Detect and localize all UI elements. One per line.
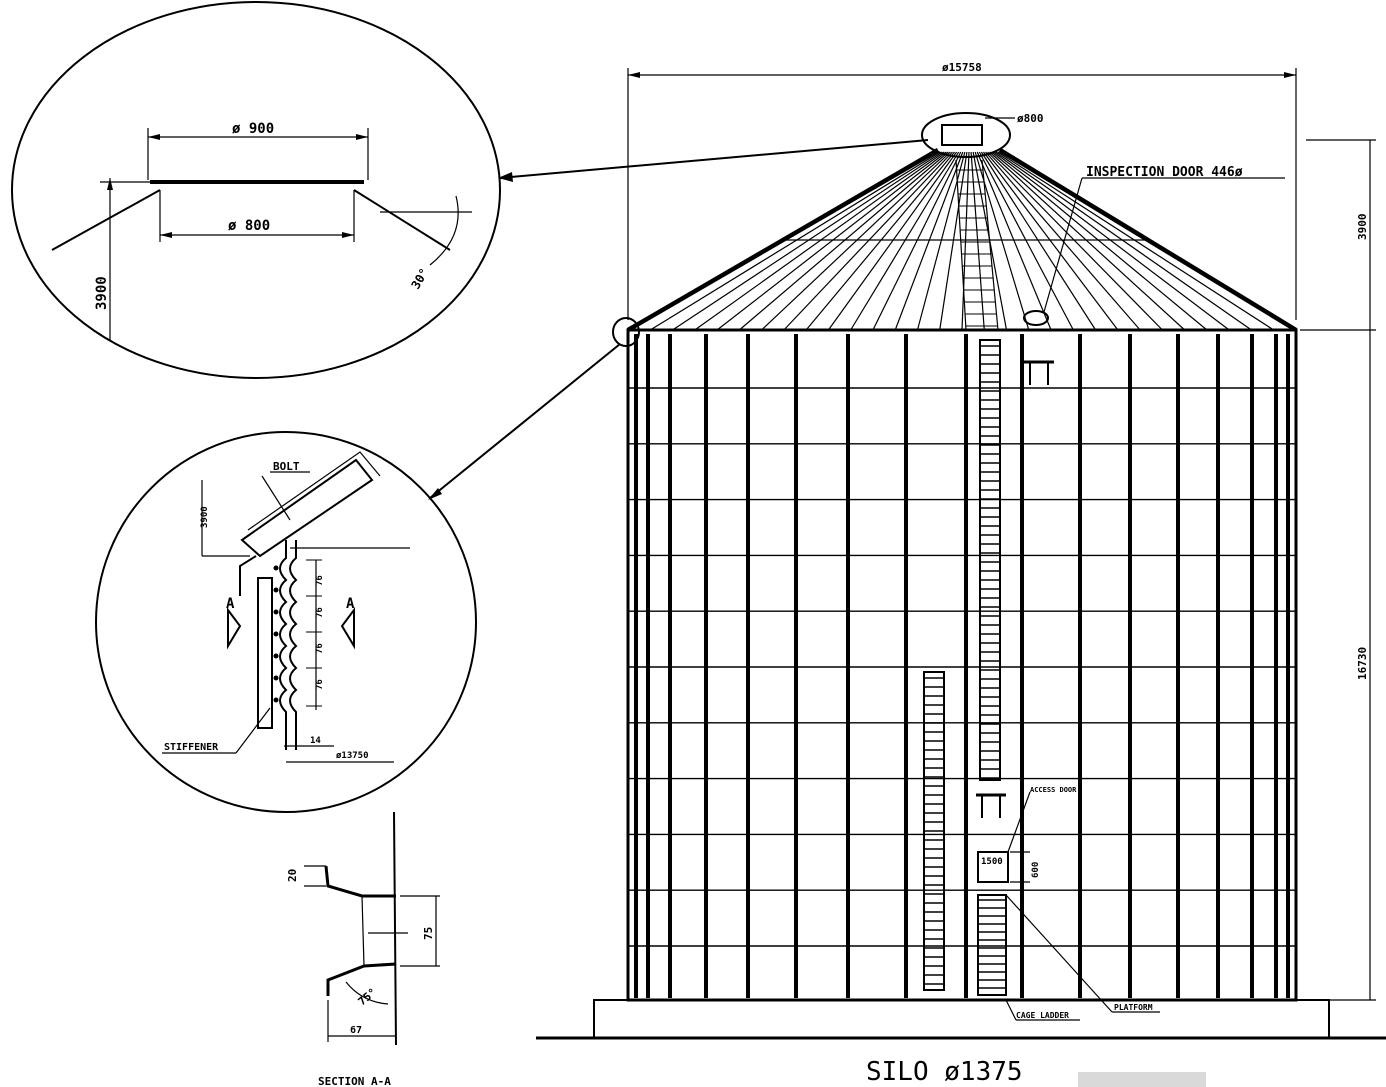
roof-rib xyxy=(987,151,1163,331)
bolt xyxy=(273,675,279,681)
section-angle-label: 75° xyxy=(356,986,380,1009)
roof-rib xyxy=(827,151,958,331)
detail2-dim76a: 76 xyxy=(315,575,325,586)
roof-rib xyxy=(894,151,964,331)
silo-title: SILO ø1375 xyxy=(866,1057,1023,1087)
bolt xyxy=(273,587,279,593)
bolt xyxy=(273,565,279,571)
detail1-top-label: ø 900 xyxy=(232,121,274,137)
roof-rib xyxy=(997,151,1275,331)
section-dim67-label: 67 xyxy=(350,1025,362,1036)
top-opening-label: ø800 xyxy=(1017,112,1044,125)
wall-rings xyxy=(628,387,1296,947)
silo-elevation: ø15758 ø800 INSPECTION DOOR 446ø 3900 xyxy=(536,61,1386,1087)
section-title: SECTION A-A xyxy=(318,1075,391,1087)
roof-rib xyxy=(916,151,966,331)
door-size-label: 1500 xyxy=(981,857,1003,867)
roof-rib xyxy=(627,151,939,331)
roof-rib xyxy=(993,151,1230,331)
roof-rib xyxy=(805,151,955,331)
roof-rib xyxy=(672,151,943,331)
detail1-height-label: 3900 xyxy=(94,276,110,310)
detail2-bolt-label: BOLT xyxy=(273,460,300,473)
section-dim20-label: 20 xyxy=(286,869,299,882)
roof-rib xyxy=(999,151,1297,331)
roof-rib xyxy=(872,151,962,331)
wall-height-label: 16730 xyxy=(1356,647,1369,680)
roof-rib xyxy=(649,151,941,331)
roof-rib xyxy=(783,151,953,331)
roof-rib xyxy=(989,151,1186,331)
wall-stiffeners xyxy=(634,334,1290,998)
roof-rib xyxy=(850,151,960,331)
roof-rib xyxy=(995,151,1252,331)
detail1-bottom-label: ø 800 xyxy=(228,218,270,234)
detail1-angle-label: 30° xyxy=(408,266,431,292)
bolt xyxy=(273,697,279,703)
detail2-gap-label: 14 xyxy=(310,736,321,746)
roof-rib xyxy=(976,151,1052,331)
detail2-dim76d: 76 xyxy=(315,679,325,690)
wall-ladder-upper xyxy=(976,339,1054,818)
detail2-stiffener-label: STIFFENER xyxy=(164,742,219,753)
roof-rib xyxy=(991,151,1208,331)
cage-ladder: CAGE LADDER PLATFORM xyxy=(977,894,1160,1021)
section-a-left: A xyxy=(226,596,235,612)
detail2-dim76b: 76 xyxy=(315,607,325,618)
platform-label: PLATFORM xyxy=(1114,1003,1153,1012)
detail2-diameter-label: ø13750 xyxy=(336,751,369,761)
bolt xyxy=(273,609,279,615)
roof-height-label: 3900 xyxy=(1356,214,1369,241)
roof-rib xyxy=(694,151,945,331)
section-a-right: A xyxy=(346,596,355,612)
inspection-door-label: INSPECTION DOOR 446ø xyxy=(1086,165,1243,180)
roof-ribs xyxy=(627,151,1297,331)
roof-rib xyxy=(980,151,1097,331)
section-a-a: 20 75 75° 67 SECTION A-A xyxy=(286,811,440,1087)
roof-rib xyxy=(716,151,947,331)
cage-ladder-label: CAGE LADDER xyxy=(1016,1011,1069,1020)
detail2-height-label: 3900 xyxy=(200,506,210,528)
detail-top-opening: ø 900 ø 800 30° 3900 xyxy=(11,1,929,379)
detail2-dim76c: 76 xyxy=(315,643,325,654)
overall-diameter-label: ø15758 xyxy=(942,61,982,74)
bolt xyxy=(273,653,279,659)
bolt xyxy=(273,631,279,637)
roof-rib xyxy=(978,151,1074,331)
roof-rib xyxy=(738,151,949,331)
wall-ladder-lower xyxy=(923,671,945,991)
detail-eave: BOLT 3900 76 76 76 76 A A STIFFENER 14 xyxy=(95,343,621,813)
roof-ladder xyxy=(955,159,999,331)
roof-rib xyxy=(985,151,1141,331)
door-height-label: 600 xyxy=(1031,862,1041,878)
section-dim75-label: 75 xyxy=(422,927,435,940)
roof-rib xyxy=(761,151,951,331)
roof-rib xyxy=(982,151,1119,331)
access-door-label: ACCESS DOOR xyxy=(1030,786,1077,794)
